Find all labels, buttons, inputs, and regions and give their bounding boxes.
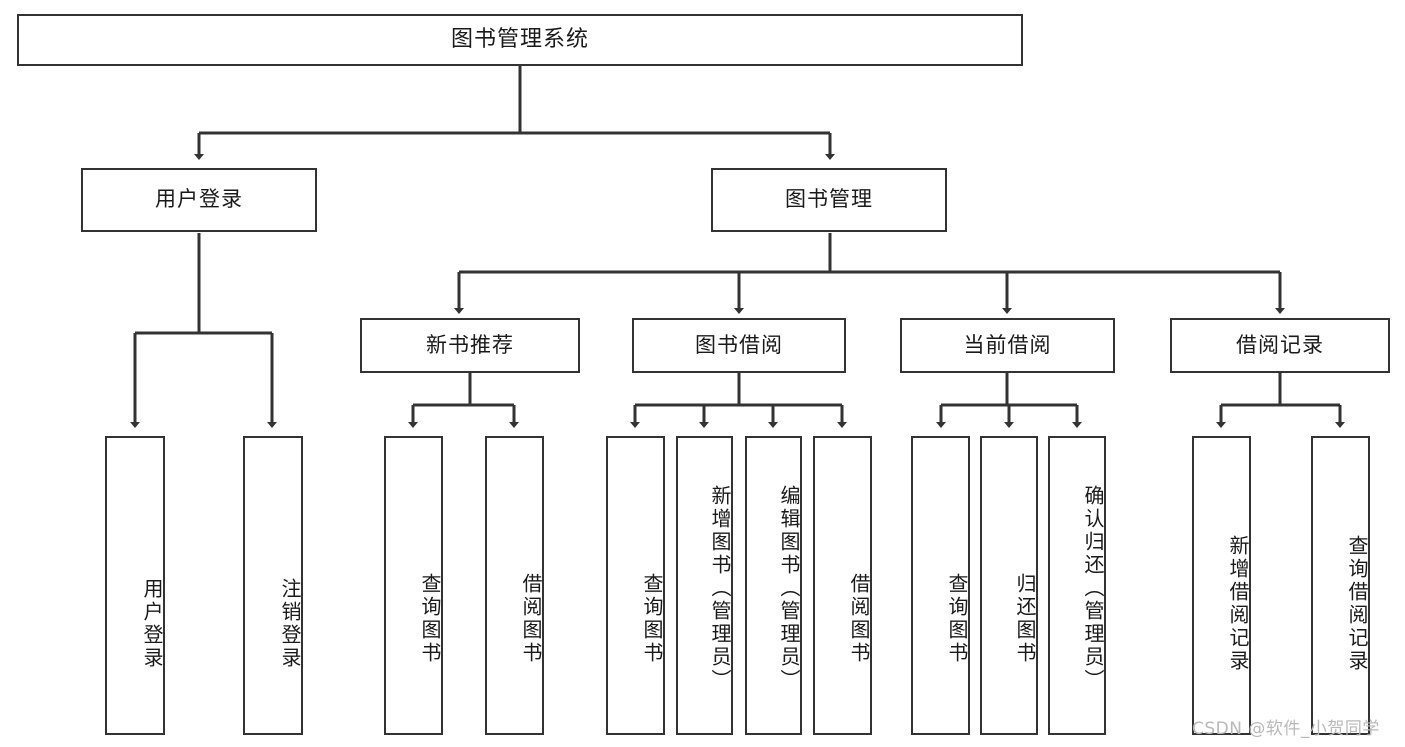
leaf-borrow-book-recommend[interactable]: 借阅图书 <box>485 436 544 735</box>
node-current-borrow[interactable]: 当前借阅 <box>900 318 1115 373</box>
leaf-query-book-current[interactable]: 查询图书 <box>911 436 970 735</box>
leaf-logout-login[interactable]: 注销登录 <box>243 436 303 735</box>
leaf-query-book-borrow[interactable]: 查询图书 <box>606 436 665 735</box>
node-root-system[interactable]: 图书管理系统 <box>17 14 1023 66</box>
leaf-add-borrow-record[interactable]: 新增借阅记录 <box>1192 436 1251 735</box>
leaf-borrow-book-borrow[interactable]: 借阅图书 <box>813 436 872 735</box>
node-book-borrow[interactable]: 图书借阅 <box>632 318 846 373</box>
node-book-manage[interactable]: 图书管理 <box>711 168 947 232</box>
leaf-query-borrow-record[interactable]: 查询借阅记录 <box>1311 436 1370 735</box>
node-user-login[interactable]: 用户登录 <box>81 168 317 232</box>
leaf-confirm-return-admin[interactable]: 确认归还（管理员） <box>1048 436 1106 735</box>
leaf-return-book[interactable]: 归还图书 <box>980 436 1038 735</box>
node-borrow-record[interactable]: 借阅记录 <box>1170 318 1390 373</box>
node-new-book-recommend[interactable]: 新书推荐 <box>360 318 580 373</box>
leaf-add-book-admin[interactable]: 新增图书（管理员） <box>676 436 733 735</box>
leaf-edit-book-admin[interactable]: 编辑图书（管理员） <box>745 436 802 735</box>
leaf-query-book-recommend[interactable]: 查询图书 <box>384 436 443 735</box>
csdn-watermark: CSDN @软件_小贺同学 <box>1192 719 1380 739</box>
leaf-user-login[interactable]: 用户登录 <box>105 436 165 735</box>
